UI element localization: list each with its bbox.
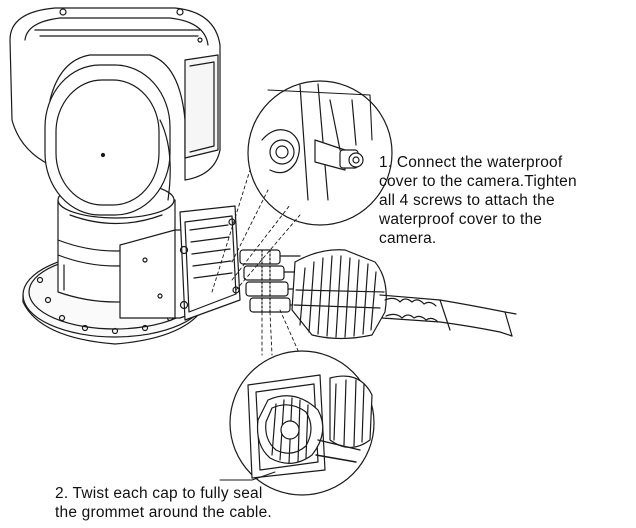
- callout-2-pointer: [219, 471, 276, 481]
- step-2-caption: 2. Twist each cap to fully seal the grom…: [55, 484, 272, 522]
- step-2-line: the grommet around the cable.: [55, 504, 272, 521]
- step-1-line: all 4 screws to attach the: [379, 192, 555, 209]
- step-1-line: cover to the camera.Tighten: [379, 173, 577, 190]
- gland-cap-front: [256, 395, 324, 464]
- step-1-line: waterproof cover to the: [379, 211, 543, 228]
- step-1-caption: 1. Connect the waterproof cover to the c…: [379, 153, 577, 248]
- cable-bundle: [379, 294, 517, 337]
- detail-callout-1: [247, 80, 393, 226]
- connector-housing: [119, 205, 241, 321]
- step-2-line: 2. Twist each cap to fully seal: [55, 485, 263, 502]
- waterproof-cover: [291, 249, 387, 340]
- cable-glands: [239, 249, 303, 313]
- detail-callout-2-leader-lines: [261, 309, 301, 356]
- step-1-line: camera.: [379, 230, 437, 247]
- callout-1-leader-lines: [211, 169, 301, 293]
- step-1-line: 1. Connect the waterproof: [379, 154, 563, 171]
- gland-cap-back: [329, 375, 373, 449]
- camera-head: [44, 64, 171, 216]
- detail-callout-2: [229, 350, 375, 496]
